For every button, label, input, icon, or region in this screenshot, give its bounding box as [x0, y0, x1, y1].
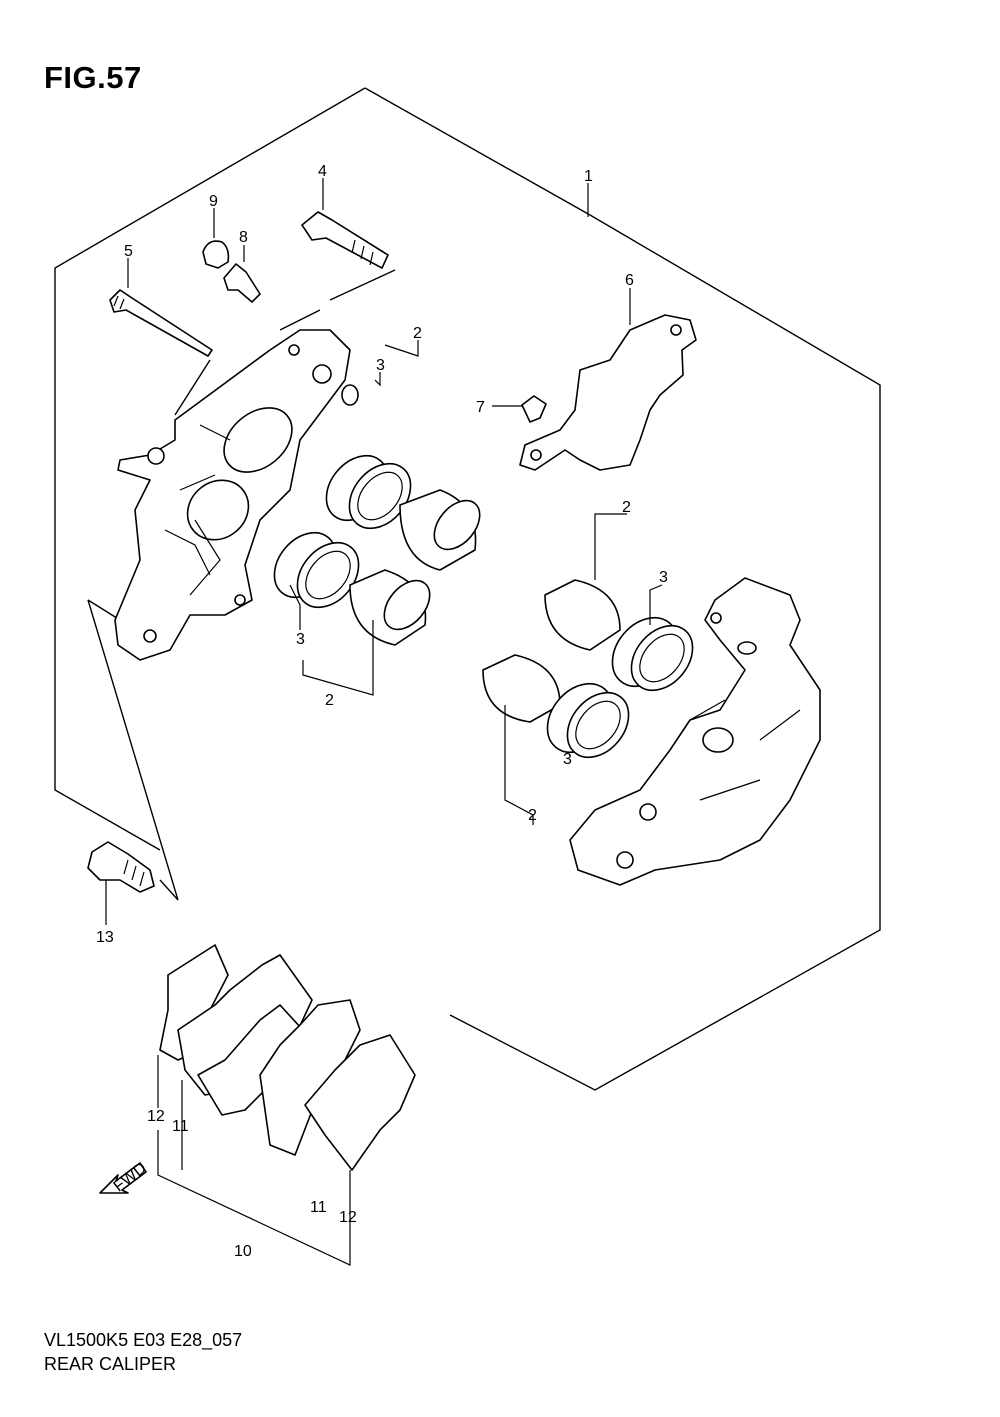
callout-13: 13 [96, 929, 114, 946]
screw-7 [521, 395, 547, 423]
piston-set-upper-left [325, 454, 481, 571]
callout-11: 11 [310, 1199, 327, 1216]
leader-lines [105, 178, 663, 1266]
callout-2: 2 [325, 692, 334, 709]
callout-8: 8 [239, 229, 248, 246]
callout-2: 2 [413, 325, 422, 342]
piston-set-upper-right [544, 579, 694, 692]
bleeder-valve-8 [223, 263, 261, 303]
slide-pin-5 [109, 289, 213, 357]
diagram-name: REAR CALIPER [44, 1354, 177, 1374]
callout-5: 5 [124, 243, 133, 260]
caliper-housing-right [569, 577, 821, 886]
brake-pad-set [159, 944, 416, 1171]
callout-2: 2 [622, 499, 631, 516]
caliper-housing-left [114, 329, 359, 661]
bracket-6 [519, 314, 697, 471]
callout-numbers: 1 2 3 3 2 2 3 3 2 4 5 6 7 8 9 10 11 11 1… [96, 163, 668, 1260]
callout-6: 6 [625, 272, 634, 289]
callout-12: 12 [147, 1108, 165, 1125]
callout-1: 1 [584, 168, 593, 185]
assembly-outline [54, 87, 881, 1091]
callout-3: 3 [296, 631, 305, 648]
callout-11: 11 [172, 1118, 189, 1135]
piston-set-lower-left [273, 531, 431, 646]
bleeder-cap-9 [202, 240, 230, 269]
callout-2: 2 [528, 807, 537, 824]
callout-10: 10 [234, 1243, 252, 1260]
callout-3: 3 [659, 569, 668, 586]
forward-arrow-icon: FWD [99, 1160, 150, 1196]
diagram-code: VL1500K5 E03 E28_057 [44, 1330, 243, 1350]
piston-set-lower-right [482, 654, 630, 759]
callout-9: 9 [209, 193, 218, 210]
callout-7: 7 [476, 399, 485, 416]
callout-12: 12 [339, 1209, 357, 1226]
figure-title: FIG.57 [44, 60, 142, 95]
mounting-bolt-13 [87, 841, 155, 893]
callout-3: 3 [563, 751, 572, 768]
callout-4: 4 [318, 163, 327, 180]
callout-3: 3 [376, 357, 385, 374]
fwd-label: FWD [111, 1160, 150, 1196]
bolt-4 [301, 211, 389, 269]
